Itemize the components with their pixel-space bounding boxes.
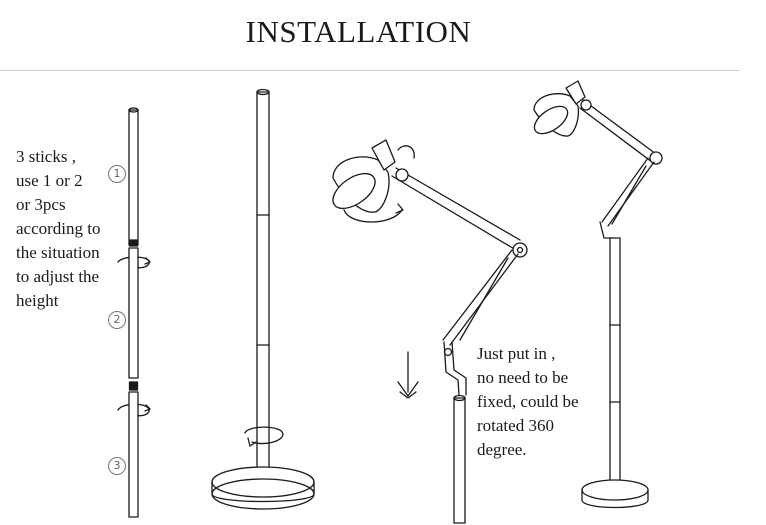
stick-number-1: 1 [108, 165, 126, 183]
stick-3 [128, 391, 139, 518]
stick-instruction-note: 3 sticks , use 1 or 2 or 3pcs according … [16, 145, 101, 313]
note-line: use 1 or 2 [16, 171, 83, 190]
stick-2-connector [128, 381, 139, 391]
note-line: degree. [477, 440, 527, 459]
round-base-1 [211, 466, 315, 510]
twist-arrow-pole-head [247, 437, 257, 447]
note-line: rotated 360 [477, 416, 554, 435]
assembled-lamp [533, 80, 663, 509]
stick-1 [128, 107, 139, 246]
stick-number-2: 2 [108, 311, 126, 329]
note-line: height [16, 291, 59, 310]
note-line: or 3pcs [16, 195, 66, 214]
page-title: INSTALLATION [245, 14, 472, 49]
assembled-pole [256, 88, 270, 479]
insert-arrow [397, 351, 419, 399]
stick-1-connector [128, 239, 139, 247]
note-line: 3 sticks , [16, 147, 76, 166]
insert-instruction-note: Just put in , no need to be fixed, could… [477, 342, 579, 462]
note-line: according to [16, 219, 101, 238]
note-line: to adjust the [16, 267, 100, 286]
title-divider [0, 70, 740, 71]
note-line: the situation [16, 243, 100, 262]
note-line: fixed, could be [477, 392, 579, 411]
twist-arrow-pole [244, 426, 284, 445]
twist-arrow-2-head [144, 404, 151, 412]
note-line: Just put in , [477, 344, 556, 363]
stick-number-3: 3 [108, 457, 126, 475]
stick-2 [128, 247, 139, 379]
twist-arrow-1-head [144, 257, 151, 265]
note-line: no need to be [477, 368, 569, 387]
lamp-arm-middle [332, 139, 528, 396]
pole-top-segment [453, 394, 466, 524]
